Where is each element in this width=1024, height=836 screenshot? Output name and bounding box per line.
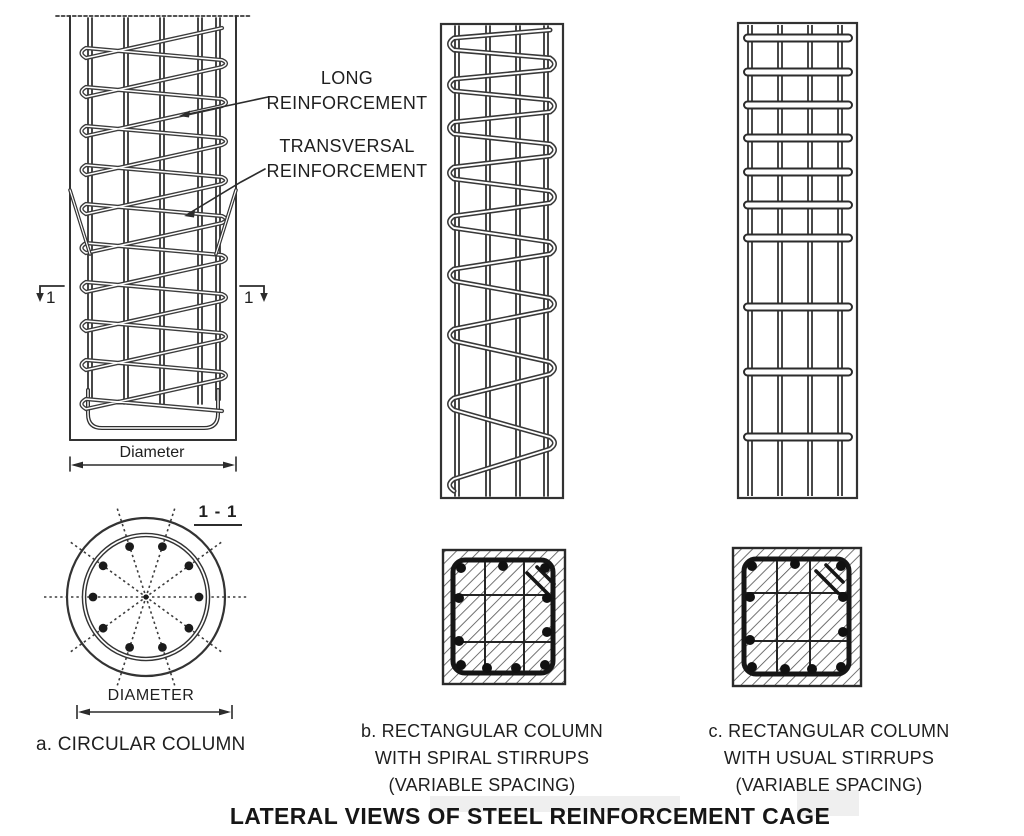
arrowhead xyxy=(179,110,190,118)
circular-column-lateral-view xyxy=(36,15,269,472)
spiral-stirrup-tie xyxy=(447,27,557,494)
section-marker-left: 1 xyxy=(46,288,56,307)
dimension-section xyxy=(76,705,233,719)
caption-spiral-line3: (VARIABLE SPACING) xyxy=(388,775,576,795)
center-dot xyxy=(143,594,149,600)
concrete-outline-circle xyxy=(65,516,227,678)
rebar-dots xyxy=(745,559,848,674)
caption-usual-column: c. RECTANGULAR COLUMN WITH USUAL STIRRUP… xyxy=(705,718,953,799)
rebar-dots xyxy=(88,542,204,652)
usual-column-lateral-view xyxy=(736,21,859,500)
circular-cross-section xyxy=(44,508,248,719)
longitudinal-bars xyxy=(87,17,221,407)
lifting-hooks xyxy=(68,188,238,256)
caption-spiral-line1: b. RECTANGULAR COLUMN xyxy=(361,721,603,741)
cross-section-c xyxy=(731,546,863,688)
transversal-reinforcement-label: TRANSVERSAL REINFORCEMENT xyxy=(256,134,438,184)
cross-section-b xyxy=(441,548,567,686)
helix-tie xyxy=(79,25,229,414)
hook-anchor xyxy=(525,565,556,597)
hook-anchor xyxy=(814,563,845,595)
caption-usual-line2: WITH USUAL STIRRUPS xyxy=(723,748,935,768)
long-reinforcement-line2: REINFORCEMENT xyxy=(266,93,428,113)
spiral-column-lateral-view xyxy=(439,22,565,500)
rebar-dots xyxy=(454,561,552,673)
diameter-lateral-label: Diameter xyxy=(119,444,185,461)
cage-bottom xyxy=(86,388,220,430)
dimension-lateral xyxy=(69,456,237,472)
section-marker-right: 1 xyxy=(244,288,254,307)
column-outline xyxy=(736,21,859,500)
caption-spiral-column: b. RECTANGULAR COLUMN WITH SPIRAL STIRRU… xyxy=(358,718,606,799)
caption-usual-line1: c. RECTANGULAR COLUMN xyxy=(708,721,950,741)
caption-circular-column: a. CIRCULAR COLUMN xyxy=(36,734,246,755)
stirrup-loop xyxy=(741,556,852,677)
caption-usual-line3: (VARIABLE SPACING) xyxy=(735,775,923,795)
stirrup-bars xyxy=(743,33,853,442)
section-ref-label: 1 - 1 xyxy=(198,502,238,521)
watermark-block xyxy=(797,790,859,816)
arrowhead xyxy=(184,210,195,218)
watermark-block xyxy=(430,796,680,812)
leader-lines xyxy=(179,96,269,218)
tie-grid xyxy=(746,561,847,672)
caption-spiral-line2: WITH SPIRAL STIRRUPS xyxy=(374,748,590,768)
figure-title: LATERAL VIEWS OF STEEL REINFORCEMENT CAG… xyxy=(229,803,831,829)
section-cut-markers xyxy=(36,285,268,302)
transversal-reinforcement-line1: TRANSVERSAL xyxy=(279,136,415,156)
longitudinal-bars xyxy=(747,25,843,496)
diameter-section-label: DIAMETER xyxy=(107,687,195,704)
transversal-reinforcement-line2: REINFORCEMENT xyxy=(266,161,428,181)
spiral-hoop-ring xyxy=(81,532,211,662)
stirrup-loop xyxy=(450,557,556,676)
long-reinforcement-label: LONG REINFORCEMENT xyxy=(256,66,438,116)
column-outline xyxy=(69,15,237,441)
long-reinforcement-line1: LONG xyxy=(320,68,374,88)
column-outline xyxy=(439,22,565,500)
tie-grid xyxy=(455,562,551,671)
